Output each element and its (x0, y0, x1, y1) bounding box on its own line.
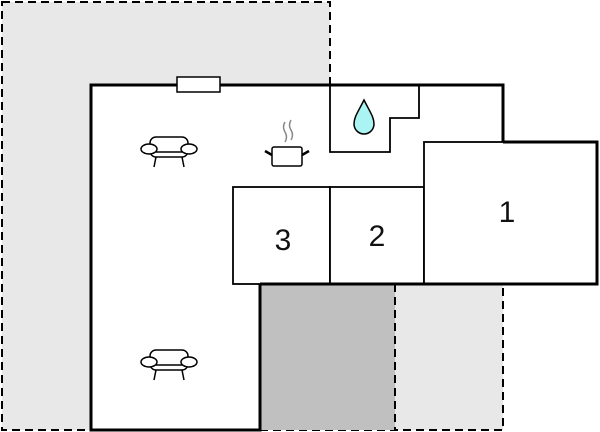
room-2-label: 2 (368, 220, 386, 253)
armchair-icon (140, 136, 198, 168)
covered-terrace (260, 284, 395, 430)
window-icon (176, 76, 221, 93)
room-3-label: 3 (274, 224, 292, 257)
room-1-label: 1 (498, 196, 516, 229)
water-drop-icon (353, 98, 375, 135)
armchair-icon (140, 349, 198, 381)
bathroom (329, 85, 420, 153)
cooking-pot-icon (264, 119, 310, 167)
room-1-outline (423, 141, 598, 285)
